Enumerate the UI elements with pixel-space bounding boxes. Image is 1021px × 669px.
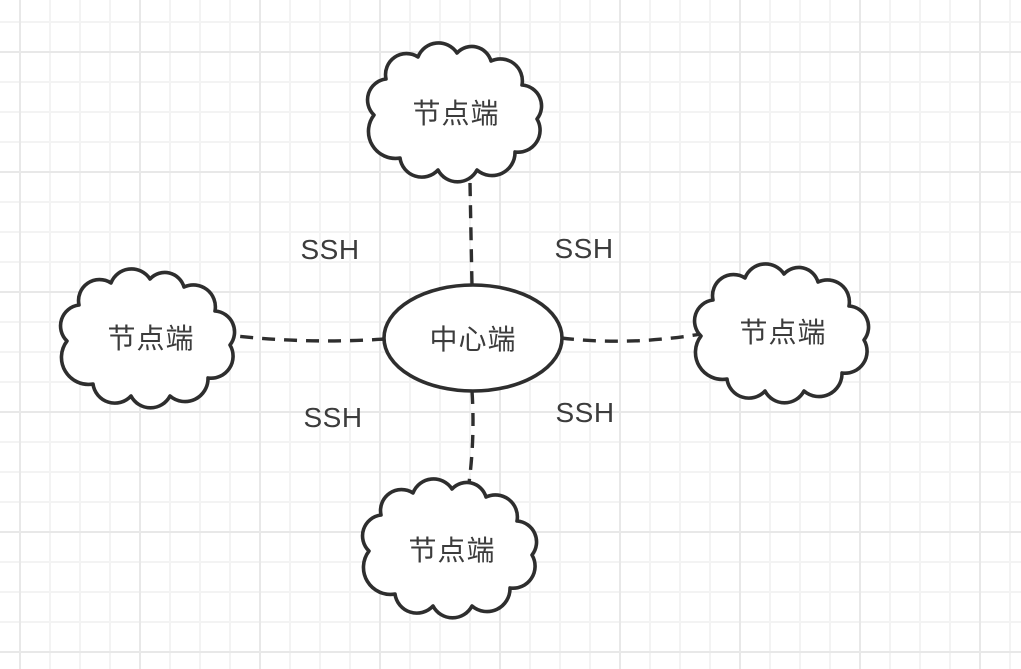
edge-center-to-left[interactable]: [235, 334, 386, 343]
edge-label-ssh-upper-right[interactable]: SSH: [554, 233, 614, 264]
center-node-label[interactable]: 中心端: [429, 324, 517, 355]
node-right-label[interactable]: 节点端: [739, 317, 827, 348]
center-node-ellipse[interactable]: [382, 283, 564, 393]
node-top-label[interactable]: 节点端: [412, 98, 500, 129]
edge-center-to-bottom[interactable]: [467, 390, 475, 484]
edge-label-ssh-upper-left[interactable]: SSH: [300, 234, 360, 265]
edge-label-ssh-lower-left[interactable]: SSH: [303, 402, 363, 433]
edge-center-to-top[interactable]: [468, 182, 474, 287]
node-left-label[interactable]: 节点端: [107, 323, 195, 354]
node-bottom-label[interactable]: 节点端: [408, 535, 496, 566]
edge-label-ssh-lower-right[interactable]: SSH: [555, 397, 615, 428]
edge-center-to-right[interactable]: [560, 332, 702, 343]
